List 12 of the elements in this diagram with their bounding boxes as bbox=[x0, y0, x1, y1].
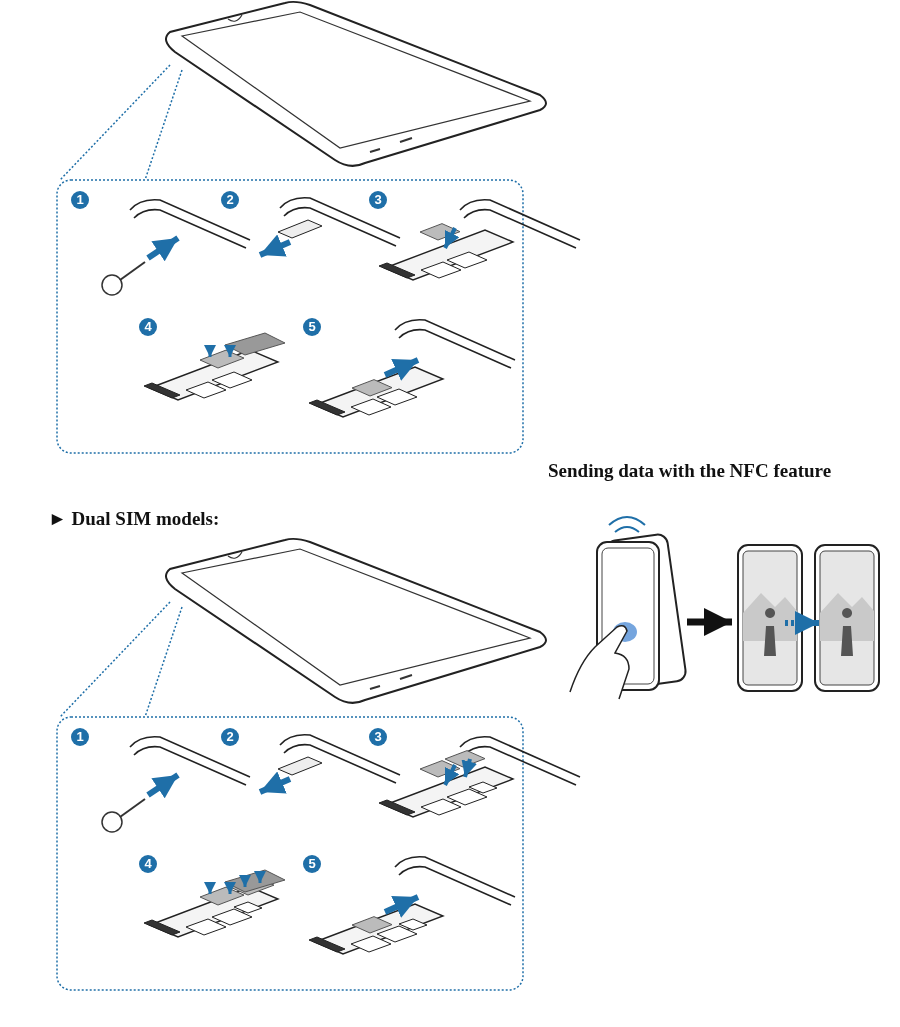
step-number: 1 bbox=[71, 728, 89, 746]
step-number: 3 bbox=[369, 191, 387, 209]
step-number: 3 bbox=[369, 728, 387, 746]
heading: Sending data with the NFC feature bbox=[548, 460, 832, 482]
step-number: 4 bbox=[139, 318, 157, 336]
step-number: 2 bbox=[221, 728, 239, 746]
step-number: 5 bbox=[303, 855, 321, 873]
step-number: 4 bbox=[139, 855, 157, 873]
step-number: 5 bbox=[303, 318, 321, 336]
step-number: 2 bbox=[221, 191, 239, 209]
step-number: 1 bbox=[71, 191, 89, 209]
heading: ► Dual SIM models: bbox=[48, 508, 220, 530]
